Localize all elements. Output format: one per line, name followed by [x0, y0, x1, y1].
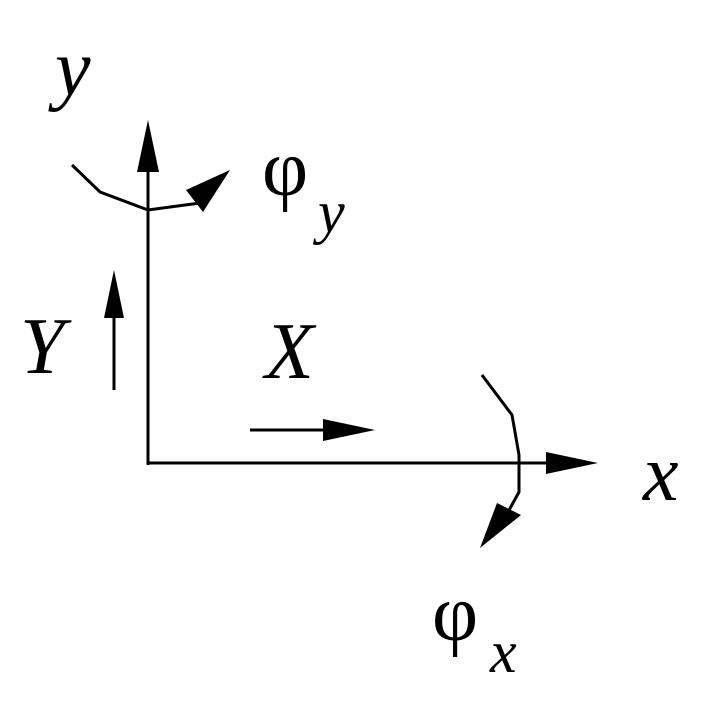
phi-y-rotation-arc — [70, 163, 201, 212]
Y-translation-label: Y — [20, 303, 72, 391]
phi-y-symbol: φ — [262, 125, 308, 213]
phi-x-symbol: φ — [432, 570, 478, 658]
phi-x-rotation-arc — [480, 374, 521, 513]
phi-y-arrowhead — [186, 170, 230, 212]
X-arrowhead — [323, 419, 375, 441]
x-axis-label: x — [642, 430, 679, 518]
y-axis-arrowhead — [137, 120, 159, 172]
phi-y-subscript: y — [312, 179, 345, 245]
x-axis-arrowhead — [546, 452, 598, 474]
y-axis-label: y — [48, 25, 91, 113]
X-translation-label: X — [262, 308, 317, 396]
Y-arrowhead — [104, 270, 124, 318]
phi-x-arrowhead — [480, 503, 521, 548]
phi-x-subscript: x — [489, 619, 517, 685]
